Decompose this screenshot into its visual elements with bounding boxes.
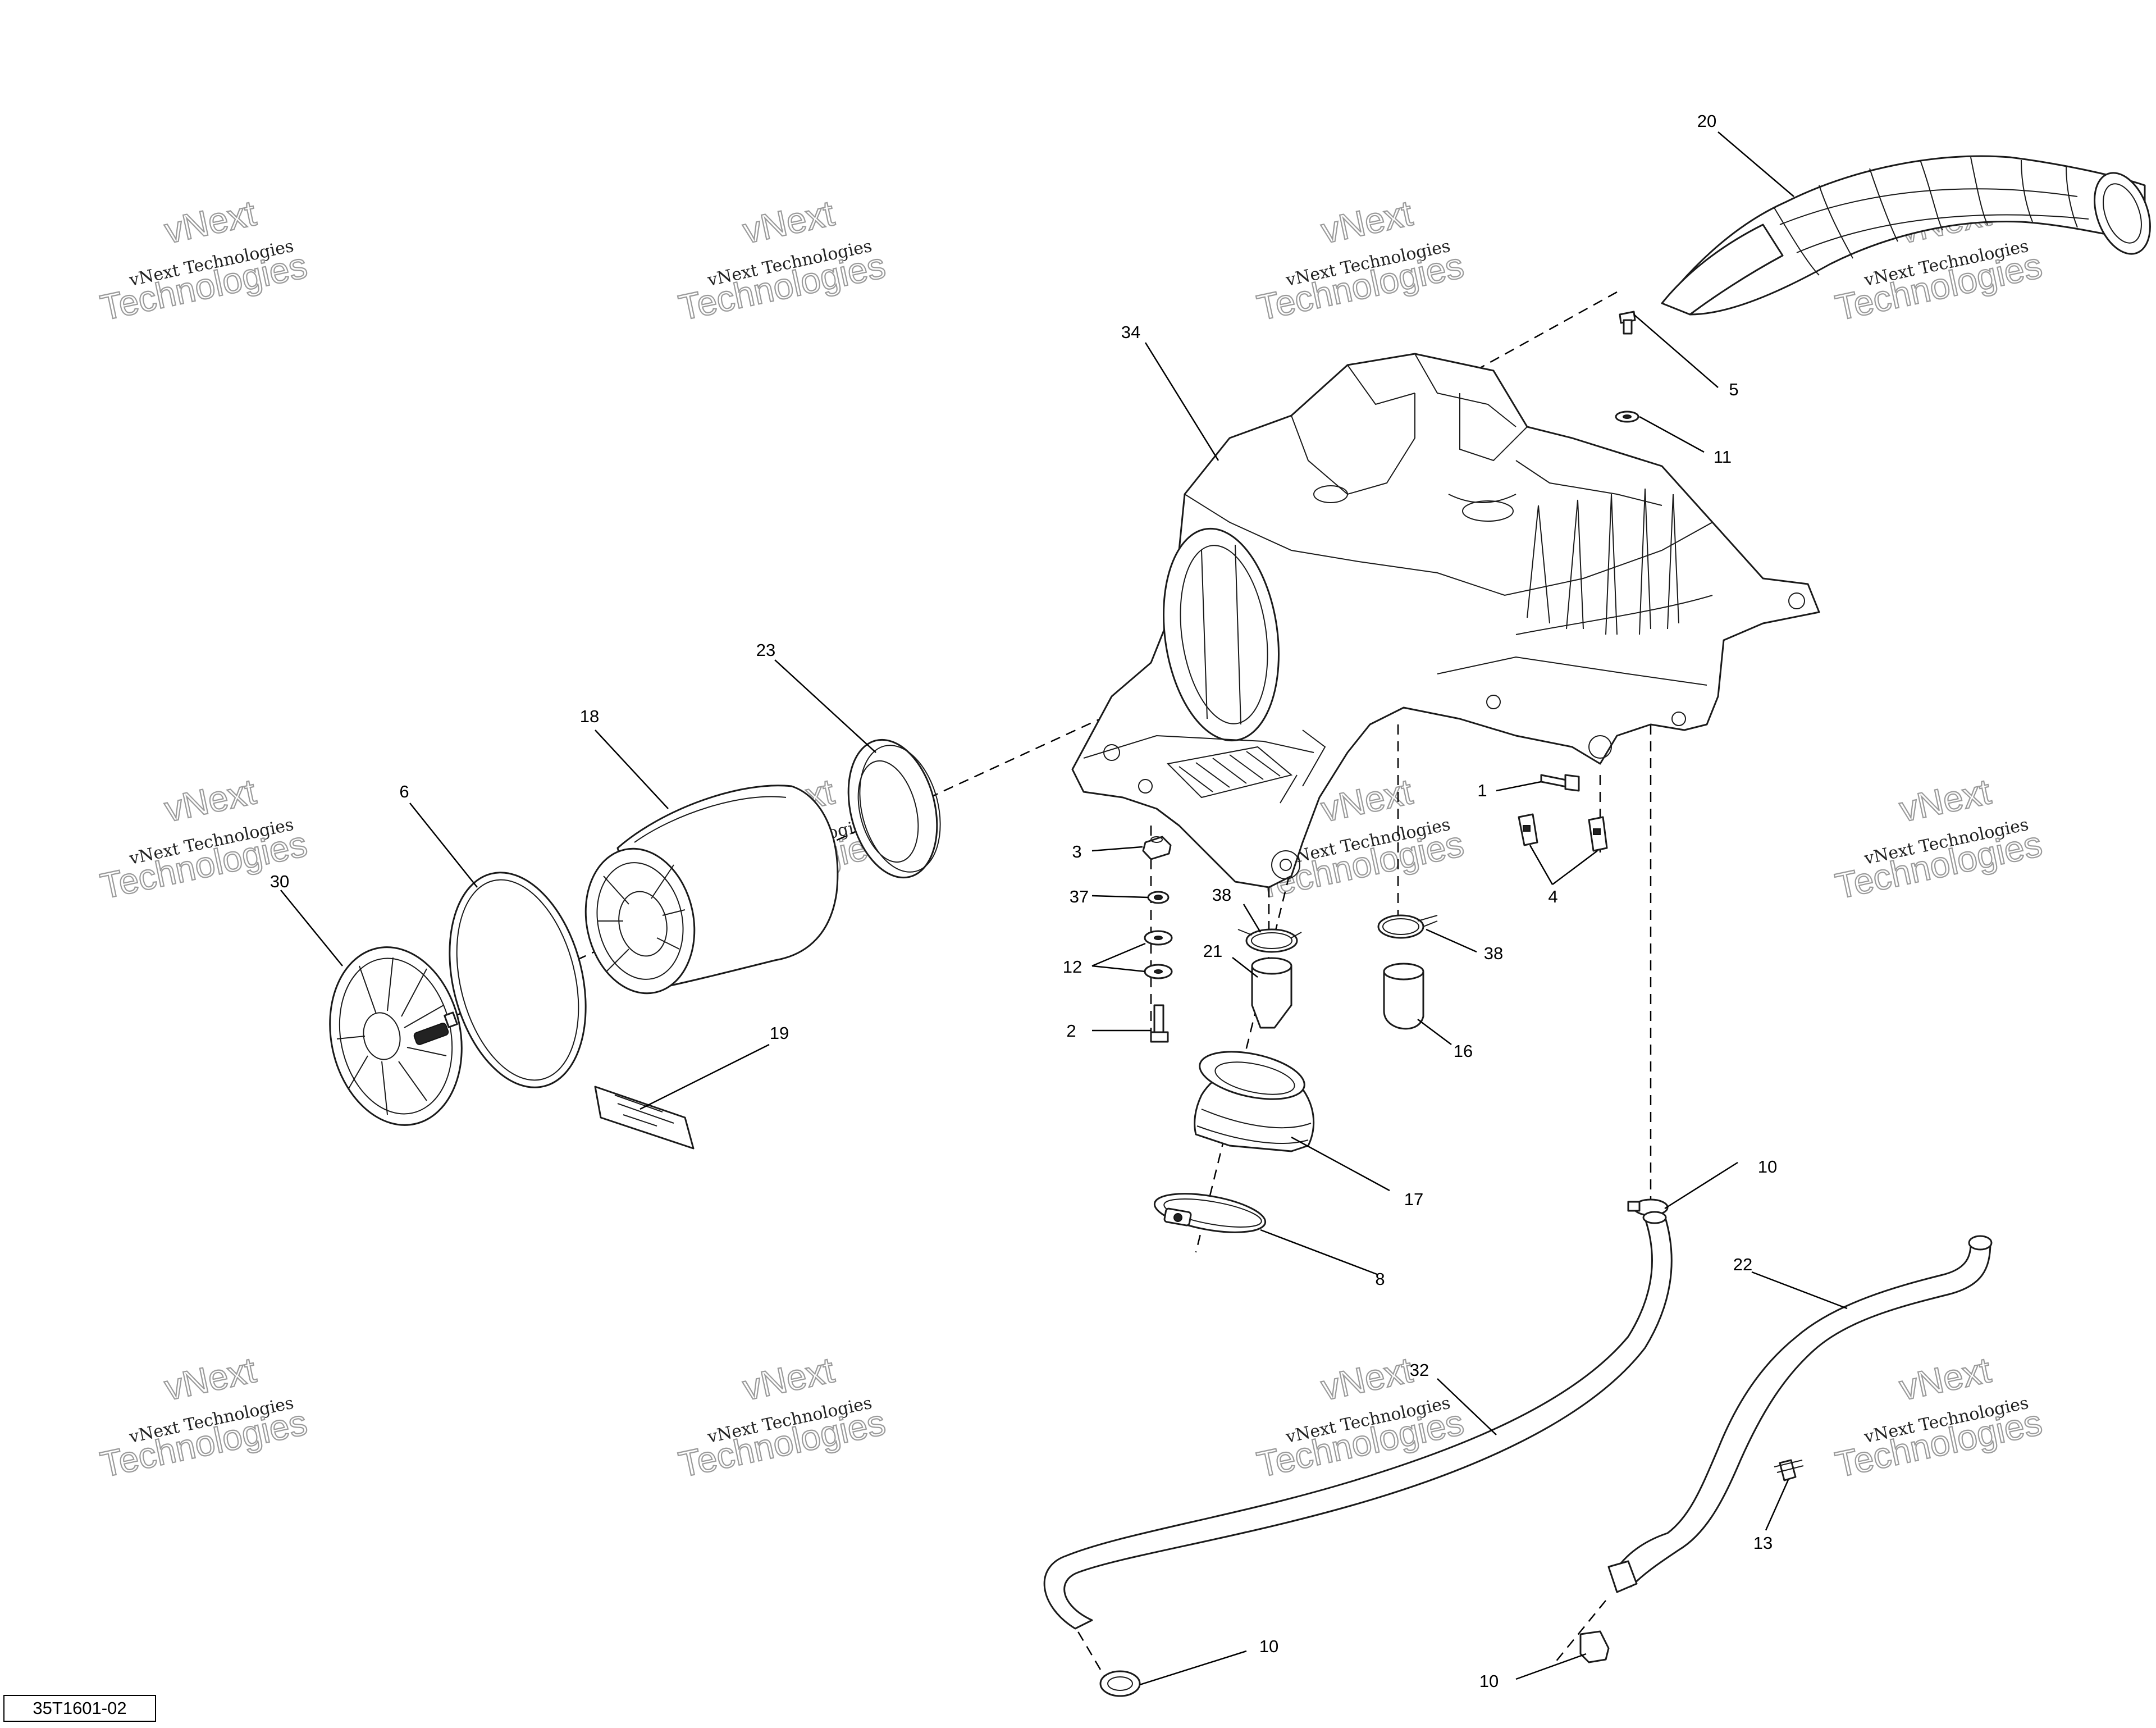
svg-text:vNext: vNext — [161, 771, 259, 829]
callout-6: 6 — [399, 782, 409, 801]
o-ring-part-6 — [449, 872, 587, 1088]
sleeve-part-21 — [1251, 957, 1292, 1029]
washer-part-12-lower — [1144, 964, 1173, 979]
callout-37: 37 — [1070, 887, 1089, 906]
callout-5: 5 — [1729, 380, 1738, 399]
air-filter-part-18 — [584, 785, 839, 995]
washer-part-12-upper — [1144, 930, 1173, 946]
watermark-group: vNext vNext Technologies Technologies vN… — [97, 192, 2047, 1485]
callout-30: 30 — [270, 872, 289, 891]
svg-text:vNext: vNext — [1318, 771, 1416, 829]
callout-22: 22 — [1733, 1255, 1752, 1274]
watermark: vNext vNext Technologies Technologies — [1831, 770, 2047, 907]
svg-text:vNext: vNext — [1318, 1349, 1416, 1408]
brand-logo — [413, 1023, 449, 1045]
clip-part-4-left — [1518, 813, 1538, 846]
sleeve-part-16 — [1383, 963, 1424, 1030]
svg-text:vNext: vNext — [739, 193, 838, 251]
clip-part-4-right — [1588, 816, 1608, 852]
callout-19: 19 — [770, 1023, 789, 1043]
nut-part-3 — [1142, 836, 1172, 860]
svg-text:vNext: vNext — [1896, 1349, 1994, 1408]
boot-part-17 — [1194, 1051, 1315, 1152]
callout-17: 17 — [1404, 1189, 1423, 1209]
callout-10-top: 10 — [1758, 1157, 1777, 1177]
bolt-part-1 — [1540, 774, 1580, 792]
svg-text:vNext: vNext — [161, 193, 259, 251]
watermark: vNext vNext Technologies Technologies — [1831, 1349, 2047, 1485]
seal-ring-part-23 — [847, 738, 941, 879]
callout-1: 1 — [1477, 781, 1487, 800]
callout-10-bottom-left: 10 — [1259, 1636, 1278, 1656]
screw-part-5 — [1619, 311, 1636, 335]
small-clamp-part-10-bottom-left — [1099, 1670, 1141, 1697]
callout-12: 12 — [1063, 957, 1082, 977]
svg-text:vNext: vNext — [1896, 771, 1994, 829]
spring-clamp-part-38-left — [1237, 928, 1302, 953]
breather-tube-part-22 — [1607, 1235, 1993, 1593]
callout-3: 3 — [1072, 842, 1081, 861]
callout-21: 21 — [1203, 941, 1222, 961]
drain-hose-part-32 — [1043, 1211, 1673, 1630]
label-part-19 — [594, 1086, 695, 1150]
callout-2: 2 — [1066, 1021, 1076, 1041]
washer-part-37 — [1147, 891, 1170, 904]
airbox-part-34 — [1071, 353, 1820, 888]
watermark: vNext vNext Technologies Technologies — [1253, 192, 1468, 329]
callouts: 20 5 11 34 23 18 6 30 19 3 37 12 2 1 4 3… — [270, 111, 1777, 1691]
svg-text:vNext: vNext — [739, 1349, 838, 1408]
small-clamp-part-10-bottom-right — [1579, 1630, 1610, 1663]
spring-clamp-part-38-right — [1377, 914, 1438, 939]
callout-4: 4 — [1548, 887, 1557, 906]
callout-38-left: 38 — [1212, 885, 1231, 905]
fitting-part-13 — [1774, 1459, 1804, 1481]
callout-10-bottom-right: 10 — [1479, 1671, 1499, 1691]
callout-8: 8 — [1375, 1269, 1385, 1289]
callout-13: 13 — [1753, 1533, 1773, 1553]
callout-38-right: 38 — [1484, 943, 1503, 963]
leader-lines — [280, 131, 1848, 1686]
callout-20: 20 — [1697, 111, 1716, 131]
callout-18: 18 — [580, 706, 599, 726]
drawing-id-label: 35T1601-02 — [3, 1695, 156, 1722]
bolt-part-2 — [1150, 1004, 1169, 1043]
watermark: vNext vNext Technologies Technologies — [97, 192, 312, 329]
callout-34: 34 — [1121, 322, 1140, 342]
watermark: vNext vNext Technologies Technologies — [675, 1349, 890, 1485]
svg-text:vNext: vNext — [1318, 193, 1416, 251]
hose-clamp-part-8 — [1153, 1193, 1267, 1233]
callout-11: 11 — [1714, 447, 1732, 467]
callout-23: 23 — [756, 640, 775, 660]
cover-part-30 — [329, 946, 463, 1126]
intake-duct-part-20 — [1661, 155, 2151, 316]
assembly-axis-tube22 — [1555, 1600, 1606, 1663]
watermark: vNext vNext Technologies Technologies — [97, 1349, 312, 1485]
assembly-axis-tube32 — [1068, 1617, 1107, 1680]
callout-16: 16 — [1454, 1041, 1473, 1061]
callout-32: 32 — [1410, 1360, 1429, 1380]
svg-text:vNext: vNext — [161, 1349, 259, 1408]
watermark: vNext vNext Technologies Technologies — [675, 192, 890, 329]
